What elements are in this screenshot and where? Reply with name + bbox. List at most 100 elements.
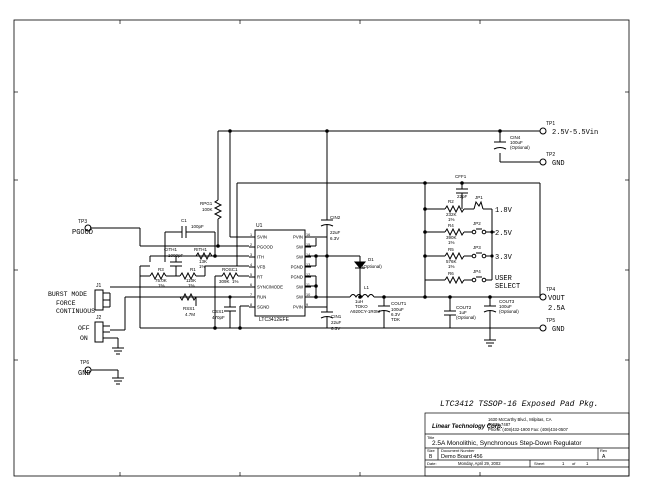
tp5-label: GND: [552, 326, 565, 334]
tb-docnum: Demo Board 456: [441, 454, 483, 460]
tp1-ref: TP1: [546, 121, 555, 127]
u1-pin-name: ITH: [257, 255, 264, 260]
u1-pin-name: SGND: [257, 305, 269, 310]
j1-header[interactable]: [94, 289, 111, 311]
r3-val: 75.0K: [155, 278, 167, 283]
rosc1-ref: ROSC1: [222, 267, 238, 272]
vsel-2v5: 2.5V: [495, 230, 513, 238]
jp3-ref: JP3: [473, 245, 481, 250]
cout1-capacitor: [377, 297, 391, 328]
rss1-ref: RSS1: [183, 306, 195, 311]
j2-ground: [110, 337, 124, 355]
u1-pin-name: SVIN: [257, 235, 267, 240]
u1-pin-name: SYNC/MODE: [257, 285, 283, 290]
d1-ref: D1: [368, 257, 374, 262]
rpg1-val: 100K: [202, 207, 213, 212]
jp3-jumper[interactable]: [471, 252, 492, 259]
tp1-testpoint[interactable]: [539, 127, 547, 135]
cin4-ref: CIN4: [510, 135, 521, 140]
tp3-testpoint[interactable]: [84, 224, 92, 232]
pgnd-net: [305, 255, 360, 267]
j2-header[interactable]: [94, 321, 110, 343]
cin2-val: 22uF: [330, 230, 341, 235]
d1-note: (Optional): [362, 264, 382, 269]
u1-pin-number: 11: [306, 283, 310, 287]
css1-ref: CSS1: [212, 309, 224, 314]
tp4-ref: TP4: [546, 287, 555, 293]
jp2-jumper[interactable]: [471, 228, 492, 235]
u1-pin-number: 8: [250, 303, 252, 307]
d1-diode: [353, 256, 367, 297]
cout3-note: (Optional): [499, 309, 519, 314]
fb-top-net: [236, 182, 541, 297]
jp1-jumper[interactable]: [425, 200, 492, 210]
tb-size: B: [429, 454, 433, 460]
u1-pin-number: 10: [306, 293, 310, 297]
tp5-testpoint[interactable]: [539, 324, 547, 332]
r2-resistor: [444, 204, 474, 214]
cin2-volt: 6.3V: [330, 236, 339, 241]
jp-common-net: [491, 209, 495, 280]
u1-pin-name: PGOOD: [257, 245, 273, 250]
u1-ref: U1: [256, 223, 263, 229]
vin-rail: [217, 130, 540, 238]
tb-title: 2.5A Monolithic, Synchronous Step-Down R…: [432, 440, 582, 447]
r5-val: 576K: [446, 259, 457, 264]
mode-off-label: OFF: [78, 325, 90, 332]
jp4-jumper[interactable]: [471, 276, 492, 283]
rosc1-val: 309K: [219, 279, 230, 284]
r5-ref: R5: [448, 247, 454, 252]
cith1-capacitor: [170, 256, 182, 272]
tp2-label: GND: [552, 160, 565, 168]
cin1-val: 22uF: [331, 320, 342, 325]
tp2-testpoint[interactable]: [539, 158, 547, 166]
u1-pin-number: 16: [306, 233, 310, 237]
r1-ref: R1: [190, 267, 196, 272]
u1-pin-name: RUN: [257, 295, 266, 300]
u1-pin-number: 9: [306, 303, 308, 307]
rith1-val: 13K: [199, 259, 207, 264]
u1-pin-number: 1: [250, 233, 252, 237]
u1-pin-number: 15: [306, 243, 310, 247]
cout1-ref: COUT1: [391, 301, 407, 306]
tp4-label-vout: VOUT: [548, 295, 565, 303]
tp3-label: PGOOD: [72, 229, 93, 237]
r1-tol: 1%: [188, 283, 195, 288]
rpg1-resistor: [213, 199, 223, 246]
r1-val: 110K: [186, 278, 196, 283]
cout3-val: 100uF: [499, 304, 512, 309]
rpg1-ref: RPG1: [200, 201, 213, 206]
u1-pin-number: 3: [250, 253, 252, 257]
tp6-ref: TP6: [80, 360, 89, 366]
tb-title-label: Title: [427, 435, 435, 440]
l1-val: 1uH: [355, 299, 363, 304]
tb-date: Monday, April 29, 2002: [458, 461, 501, 466]
css1-capacitor: [224, 297, 236, 328]
rith1-tol: 1%: [199, 264, 206, 269]
frame-tick-marks: [14, 20, 629, 476]
title-block: [424, 412, 630, 477]
tp4-testpoint[interactable]: [539, 293, 547, 301]
u1-pin-number: 4: [250, 263, 252, 267]
tp6-testpoint[interactable]: [84, 366, 92, 374]
l1-pn: A920CY-1R0M: [350, 309, 380, 314]
tb-address2: 95035-7487: [488, 422, 511, 427]
u1-pin-name: PGND: [291, 275, 303, 280]
u1-pin-number: 7: [250, 293, 252, 297]
tp6-net: [91, 369, 124, 385]
cin4-val: 100uF: [510, 140, 523, 145]
cout1-val: 100uF: [391, 307, 404, 312]
r5-tol: 1%: [448, 264, 455, 269]
r3-tol: 1%: [158, 283, 165, 288]
pgood-net: [90, 227, 249, 247]
r2-val: 232K: [446, 212, 457, 217]
mode-force-label: FORCE: [56, 300, 76, 307]
u1-pin-name: PGND: [291, 265, 303, 270]
cout3-capacitor: [483, 297, 497, 328]
tp4-label-current: 2.5A: [548, 305, 566, 313]
cout1-volt: 6.3V: [391, 312, 400, 317]
tp3-ref: TP3: [78, 219, 87, 225]
mode-continuous-label: CONTINUOUS: [56, 308, 95, 315]
sheet-border: [13, 19, 630, 477]
